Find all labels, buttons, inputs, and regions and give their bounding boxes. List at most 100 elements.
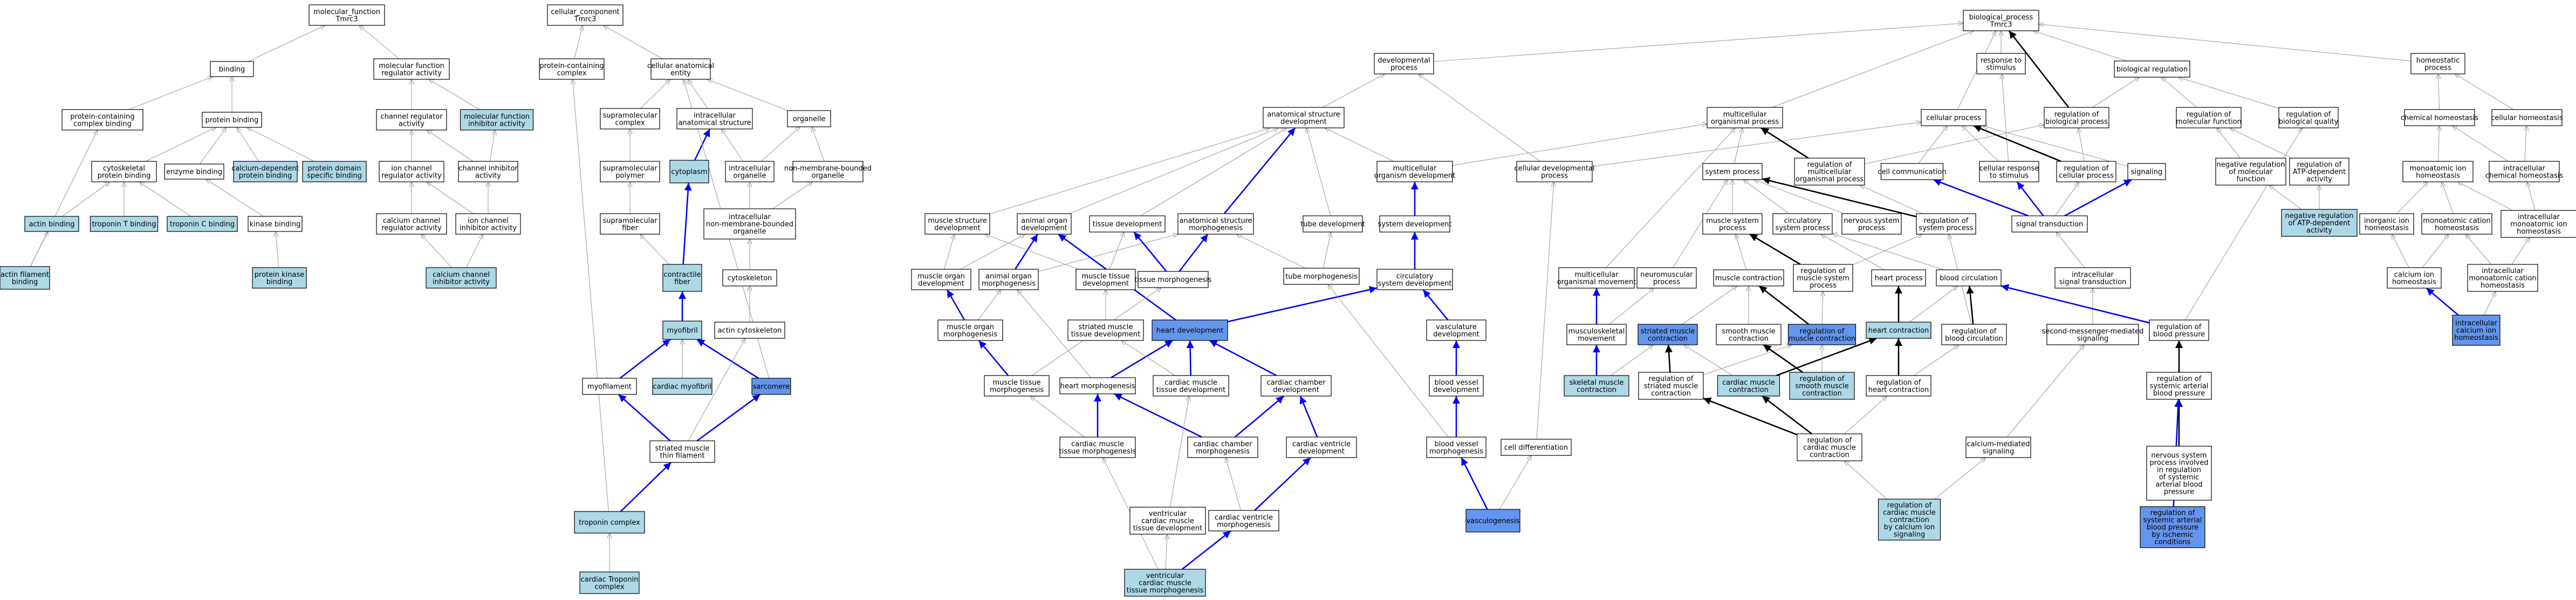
node-binding[interactable]: binding — [210, 61, 254, 77]
node-hdev[interactable]: heart development — [1152, 319, 1228, 341]
node-sarc[interactable]: sarcomere — [751, 378, 791, 395]
node-tncb[interactable]: troponin C binding — [167, 216, 238, 232]
node-sysd[interactable]: system development — [1378, 215, 1452, 233]
node-hproc[interactable]: heart process — [1871, 269, 1926, 287]
node-actb[interactable]: actin binding — [24, 216, 79, 232]
node-kb[interactable]: kinase binding — [248, 216, 303, 232]
node-pb[interactable]: protein binding — [202, 112, 262, 128]
node-cytsk[interactable]: cytoskeleton — [722, 269, 777, 287]
node-tubem[interactable]: tube morphogenesis — [1283, 268, 1360, 285]
node-myofil[interactable]: myofilament — [582, 378, 637, 395]
node-ccomm[interactable]: cell communication — [1878, 163, 1947, 180]
node-tntb[interactable]: troponin T binding — [90, 216, 159, 232]
node-tm[interactable]: tissue morphogenesis — [1135, 271, 1212, 288]
node-st[interactable]: signal transduction — [2011, 215, 2088, 233]
node-cmyof[interactable]: cardiac myofibril — [652, 378, 712, 395]
node-hc[interactable]: heart contraction — [1866, 322, 1931, 339]
node-cp[interactable]: cellular process — [1921, 109, 1986, 126]
node-tnc[interactable]: troponin complex — [574, 511, 645, 534]
node-org[interactable]: organelle — [787, 110, 831, 127]
node-sysp[interactable]: system process — [1702, 163, 1763, 180]
node-vasc[interactable]: vasculogenesis — [1465, 509, 1520, 533]
node-tubed[interactable]: tube development — [1300, 215, 1365, 233]
node-cellh[interactable]: cellular homeostasis — [2491, 109, 2563, 126]
node-tdev[interactable]: tissue development — [1089, 215, 1166, 233]
node-eb[interactable]: enzyme binding — [164, 163, 224, 180]
node-hm[interactable]: heart morphogenesis — [1059, 377, 1136, 394]
node-actc[interactable]: actin cytoskeleton — [714, 322, 785, 339]
node-cyto[interactable]: cytoplasm — [669, 160, 709, 183]
node-cdiff[interactable]: cell differentiation — [1501, 439, 1572, 456]
